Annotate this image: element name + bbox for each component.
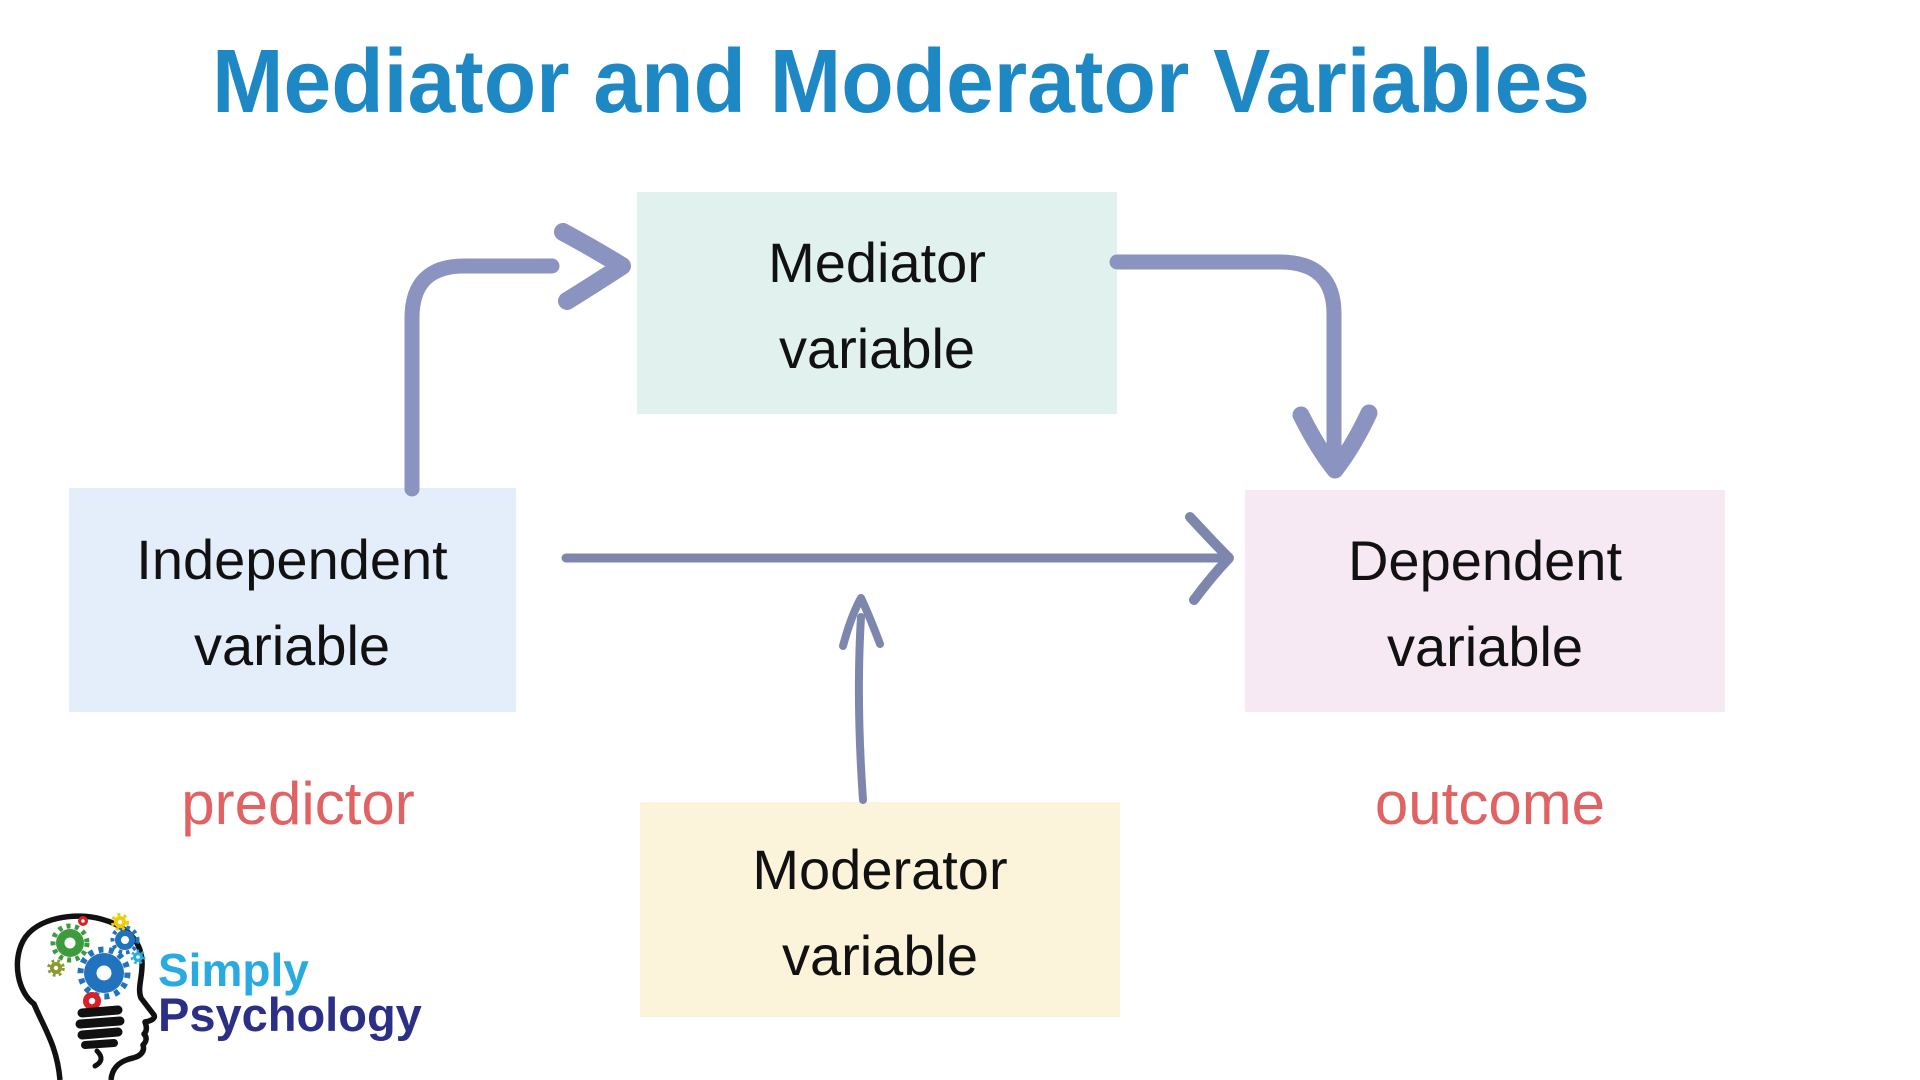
filament-coil-icon	[75, 1005, 125, 1069]
logo-brand-line1: Simply	[158, 944, 309, 996]
dependent-variable-box-bg	[1245, 490, 1725, 712]
gear-icon	[130, 949, 146, 965]
independent-variable-box-bg	[69, 488, 516, 712]
arrow-shaft	[404, 258, 560, 497]
dependent-variable-label-line2: variable	[1387, 615, 1583, 678]
dependent-variable-label-line1: Dependent	[1348, 529, 1622, 592]
gear-icon	[83, 992, 101, 1010]
independent-variable-box: Independent variable	[69, 488, 516, 712]
mediator-variable-box-bg	[637, 192, 1117, 414]
page-title: Mediator and Moderator Variables	[212, 32, 1590, 132]
gear-icon	[111, 913, 129, 931]
moderator-variable-box: Moderator variable	[640, 802, 1120, 1017]
arrow-independent-to-dependent	[561, 512, 1234, 605]
mediator-variable-label-line1: Mediator	[768, 231, 986, 294]
independent-variable-label-line2: variable	[194, 614, 390, 677]
gear-icon	[77, 946, 131, 1000]
gear-icon	[78, 916, 88, 926]
simply-psychology-logo: Simply Psychology	[14, 913, 422, 1080]
mediator-variable-label-line2: variable	[779, 317, 975, 380]
moderator-variable-label-line1: Moderator	[752, 838, 1007, 901]
arrowhead-right-icon	[554, 223, 631, 310]
dependent-variable-box: Dependent variable	[1245, 490, 1725, 712]
arrow-shaft	[854, 613, 867, 804]
outcome-label: outcome	[1375, 770, 1605, 837]
gear-icon	[50, 923, 90, 963]
arrow-shaft	[1109, 254, 1342, 458]
arrowhead-up-icon	[839, 594, 884, 650]
mediator-variable-box: Mediator variable	[637, 192, 1117, 414]
arrow-independent-to-mediator	[404, 223, 631, 497]
logo-brand-line2: Psychology	[158, 988, 422, 1041]
arrowhead-down-icon	[1292, 404, 1378, 479]
moderator-variable-label-line2: variable	[782, 924, 978, 987]
arrow-moderator-to-line	[839, 594, 884, 804]
gear-icon	[110, 925, 140, 955]
moderator-variable-box-bg	[640, 802, 1120, 1017]
arrowhead-right-icon	[1185, 512, 1234, 605]
predictor-label: predictor	[181, 770, 414, 837]
gear-icon	[47, 959, 65, 977]
independent-variable-label-line1: Independent	[136, 528, 448, 591]
arrow-mediator-to-dependent	[1109, 254, 1378, 479]
